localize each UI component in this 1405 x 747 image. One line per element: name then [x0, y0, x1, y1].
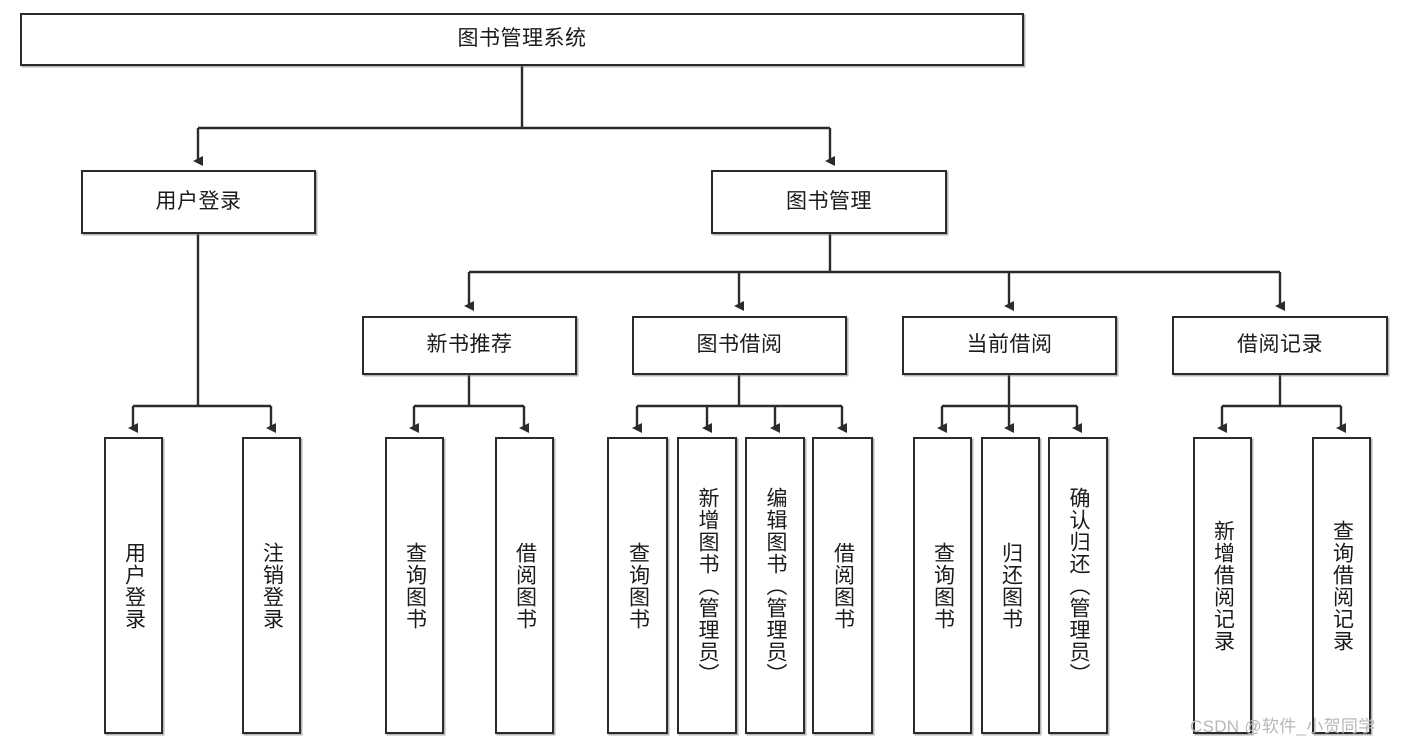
node-label: 图书管理系统	[457, 27, 587, 51]
node-label: 归还图书	[999, 541, 1023, 630]
leaf-borrow-add-book-admin[interactable]: 新增图书（管理员）	[677, 437, 737, 734]
leaf-current-return-book[interactable]: 归还图书	[981, 437, 1040, 734]
leaf-current-confirm-return-admin[interactable]: 确认归还（管理员）	[1048, 437, 1108, 734]
leaf-current-query-book[interactable]: 查询图书	[913, 437, 972, 734]
node-label: 查询图书	[403, 541, 427, 630]
node-label: 查询图书	[931, 541, 955, 630]
node-user-login[interactable]: 用户登录	[81, 170, 316, 234]
node-book-management[interactable]: 图书管理	[711, 170, 947, 234]
leaf-recommend-borrow-book[interactable]: 借阅图书	[495, 437, 554, 734]
node-label: 当前借阅	[966, 333, 1053, 357]
node-label: 新增图书（管理员）	[696, 486, 720, 685]
node-label: 注销登录	[260, 541, 284, 630]
leaf-user-login-signin[interactable]: 用户登录	[104, 437, 163, 734]
leaf-user-login-signout[interactable]: 注销登录	[242, 437, 301, 734]
node-label: 编辑图书（管理员）	[764, 486, 788, 685]
leaf-record-query-record[interactable]: 查询借阅记录	[1312, 437, 1371, 734]
leaf-borrow-borrow-book[interactable]: 借阅图书	[812, 437, 873, 734]
node-label: 借阅图书	[513, 541, 537, 630]
node-current-borrow[interactable]: 当前借阅	[902, 316, 1117, 375]
node-label: 查询借阅记录	[1330, 519, 1354, 652]
node-label: 查询图书	[626, 541, 650, 630]
node-borrow-record[interactable]: 借阅记录	[1172, 316, 1388, 375]
leaf-borrow-edit-book-admin[interactable]: 编辑图书（管理员）	[745, 437, 805, 734]
node-label: 图书借阅	[696, 333, 783, 357]
node-root-system[interactable]: 图书管理系统	[20, 13, 1024, 66]
node-label: 借阅图书	[831, 541, 855, 630]
node-label: 新书推荐	[426, 333, 513, 357]
node-label: 新增借阅记录	[1211, 519, 1235, 652]
node-book-borrow[interactable]: 图书借阅	[632, 316, 847, 375]
node-label: 用户登录	[122, 541, 146, 630]
watermark-text: CSDN @软件_小贺同学	[1190, 717, 1376, 736]
leaf-borrow-query-book[interactable]: 查询图书	[607, 437, 668, 734]
leaf-record-add-record[interactable]: 新增借阅记录	[1193, 437, 1252, 734]
node-label: 确认归还（管理员）	[1067, 486, 1091, 685]
leaf-recommend-query-book[interactable]: 查询图书	[385, 437, 444, 734]
node-label: 图书管理	[786, 189, 872, 213]
node-new-book-recommend[interactable]: 新书推荐	[362, 316, 577, 375]
node-label: 用户登录	[155, 189, 242, 213]
node-label: 借阅记录	[1237, 333, 1323, 357]
